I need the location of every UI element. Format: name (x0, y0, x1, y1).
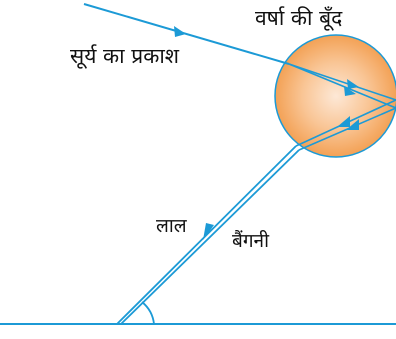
reflected-ray-arrow-2 (346, 119, 359, 130)
raindrop-label: वर्षा की बूँद (255, 6, 343, 30)
refracted-ray-red (288, 63, 396, 101)
refracted-ray-violet (288, 63, 396, 109)
sunlight-label: सूर्य का प्रकाश (70, 44, 180, 68)
red-label: लाल (156, 215, 187, 237)
emerging-ray-violet (120, 149, 300, 325)
refracted-ray-arrow-2 (344, 86, 356, 96)
reflected-ray-arrow-1 (337, 116, 350, 127)
refracted-ray-arrow-1 (347, 79, 359, 89)
emerging-ray-arrow (203, 223, 214, 240)
raindrop-circle (274, 34, 396, 158)
angle-arc (141, 301, 155, 325)
incoming-sun-ray (83, 3, 290, 65)
violet-label: बैंगनी (232, 230, 270, 252)
incoming-ray-arrow (174, 26, 186, 37)
